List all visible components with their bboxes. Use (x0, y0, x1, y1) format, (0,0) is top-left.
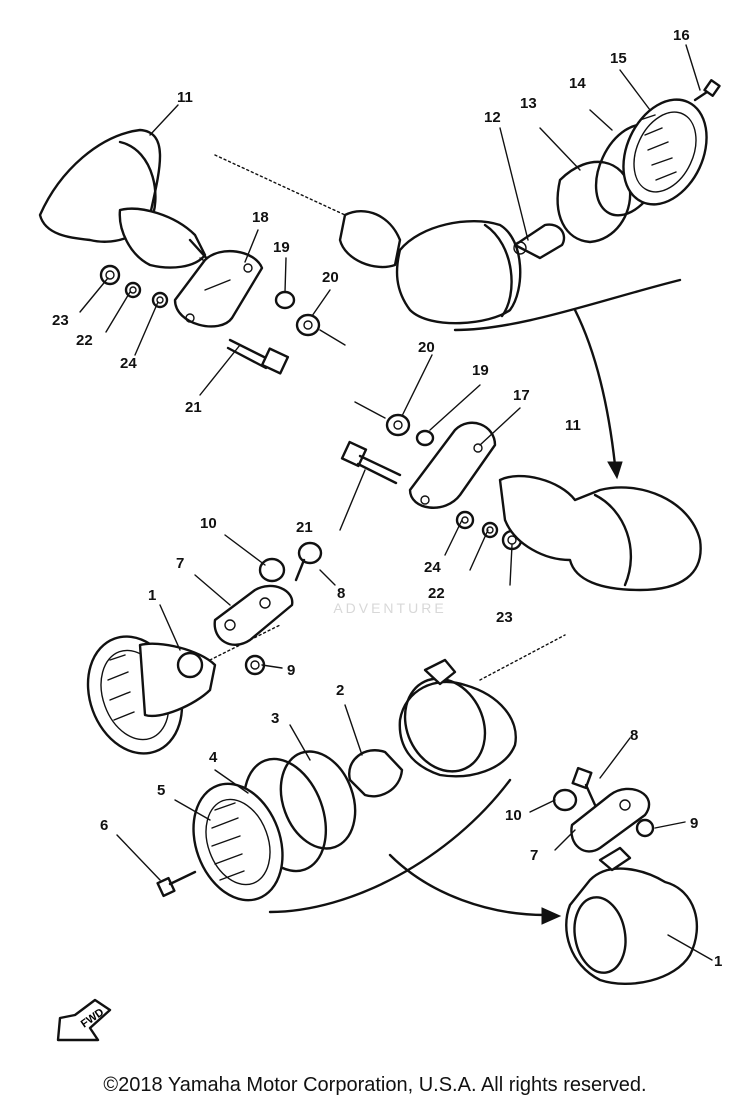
stem-upper (338, 210, 402, 269)
callout-9: 9 (287, 662, 295, 679)
callout-21-mid: 21 (296, 519, 313, 536)
wire-stub-middle (354, 401, 386, 419)
copyright-notice: ©2018 Yamaha Motor Corporation, U.S.A. A… (103, 1074, 647, 1096)
forward-arrow-icon: FWD (56, 998, 112, 1042)
mount-plate-18 (173, 250, 264, 328)
turn-signal-housing-front-right-lower (565, 846, 698, 986)
leader-lines (79, 44, 713, 961)
lens-5 (192, 782, 284, 902)
callout-20-mid: 20 (418, 339, 435, 356)
turn-signal-housing-right-upper (395, 219, 522, 325)
callout-23-mid: 23 (496, 609, 513, 626)
callout-8-lower: 8 (630, 727, 638, 744)
nut-23-upper (99, 264, 121, 286)
callout-19: 19 (273, 239, 290, 256)
assembly-bracket-upper (453, 278, 682, 332)
turn-signal-housing-left-upper (38, 128, 216, 269)
turn-signal-housing-right-middle (498, 474, 702, 592)
screw-8 (294, 541, 323, 582)
callout-8: 8 (337, 585, 345, 602)
callout-16: 16 (673, 27, 690, 44)
mount-arm-7-lower (570, 787, 651, 853)
callout-21: 21 (185, 399, 202, 416)
mount-arm-7 (213, 584, 294, 646)
cap-nut-10 (258, 557, 286, 583)
bolt-21-upper (226, 338, 290, 375)
reflector-13 (556, 160, 632, 244)
callout-13: 13 (520, 95, 537, 112)
mount-plate-17 (408, 421, 497, 509)
assembly-arrow-upper (573, 308, 617, 467)
callout-5: 5 (157, 782, 165, 799)
bulb-socket-12 (513, 223, 566, 260)
callout-17: 17 (513, 387, 530, 404)
callout-22-mid: 22 (428, 585, 445, 602)
callout-10: 10 (200, 515, 217, 532)
callout-24-mid: 24 (424, 559, 441, 576)
callout-10-lower: 10 (505, 807, 522, 824)
callout-4: 4 (209, 749, 218, 766)
watermark: ADVENTURE (333, 600, 447, 616)
callout-14: 14 (569, 75, 586, 92)
callout-11-mid: 11 (565, 417, 581, 434)
callout-7-lower: 7 (530, 847, 538, 864)
reflector-3 (279, 750, 357, 850)
arrowhead-lower (541, 907, 562, 925)
callout-1: 1 (148, 587, 156, 604)
assembly-arrow-lower (388, 853, 547, 917)
wire-lower-right (479, 634, 566, 681)
callout-20: 20 (322, 269, 339, 286)
lens-15 (622, 98, 708, 206)
washer-19-upper (274, 290, 296, 310)
wire-stub-upper (319, 329, 346, 346)
callout-12: 12 (484, 109, 501, 126)
callout-3: 3 (271, 710, 279, 727)
screw-16 (693, 79, 721, 102)
wire-upper (214, 154, 346, 216)
assembly-bracket-lower (268, 778, 512, 914)
callout-19-mid: 19 (472, 362, 489, 379)
nut-20-upper (295, 313, 321, 337)
callout-24: 24 (120, 355, 137, 372)
screw-6 (156, 870, 197, 898)
turn-signal-housing-front-right (398, 658, 517, 778)
cap-nut-10-lower (552, 788, 578, 812)
callout-15: 15 (610, 50, 627, 67)
screw-8-lower (571, 766, 597, 807)
callout-22: 22 (76, 332, 93, 349)
callout-9-lower: 9 (690, 815, 698, 832)
wire-lower-left (209, 624, 281, 661)
arrowhead-upper (607, 461, 623, 480)
washer-24-middle (455, 510, 475, 530)
callout-6: 6 (100, 817, 108, 834)
callout-23: 23 (52, 312, 69, 329)
washer-19-middle (415, 429, 435, 447)
callout-18: 18 (252, 209, 269, 226)
nut-20-middle (385, 413, 411, 437)
nut-9-lower (635, 818, 655, 838)
callout-11: 11 (177, 89, 193, 106)
bulb-2 (348, 749, 404, 798)
callout-1-lower: 1 (714, 953, 722, 970)
washer-24-upper (151, 291, 169, 309)
bolt-21-middle (340, 440, 402, 485)
callout-7: 7 (176, 555, 184, 572)
callout-labels: 11 18 19 20 23 22 24 21 12 13 14 15 16 2… (52, 27, 722, 970)
turn-signal-housing-front-left (86, 635, 217, 755)
callout-2: 2 (336, 682, 344, 699)
